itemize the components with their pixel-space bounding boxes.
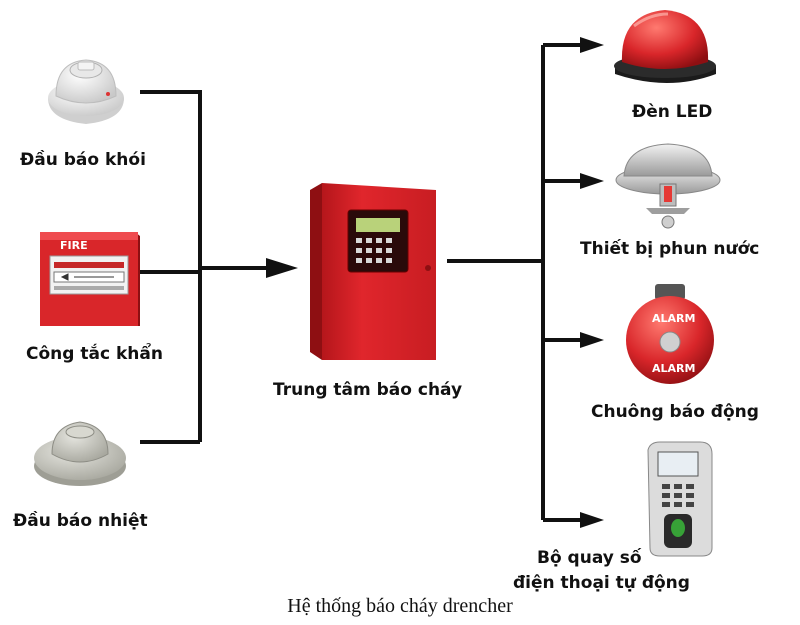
connector-lines: [140, 37, 604, 528]
strobe-light-icon: [614, 10, 716, 83]
center-to-output-bus-line: [447, 45, 545, 520]
output-label-dialer-line2: điện thoại tự động: [513, 573, 690, 593]
auto-dialer-icon: [647, 441, 713, 557]
input-label-manual: Công tắc khẩn: [26, 342, 163, 364]
center-label: Trung tâm báo cháy: [273, 380, 462, 400]
input-arrowhead: [266, 258, 298, 278]
manual-call-point-icon: FIRE: [40, 232, 140, 326]
sprinkler-icon: [615, 143, 721, 229]
output-label-bell: Chuông báo động: [591, 402, 759, 422]
output-arrowhead-dialer: [580, 512, 604, 528]
manual-call-point-text: FIRE: [60, 239, 88, 252]
input-bus-line: [140, 90, 202, 444]
output-label-dialer-line1: Bộ quay số: [537, 547, 642, 568]
input-label-heat: Đầu báo nhiệt: [13, 510, 148, 531]
output-arrowhead-sprinkler: [580, 173, 604, 189]
diagram-caption: Hệ thống báo cháy drencher: [287, 595, 513, 617]
heat-detector-icon: [34, 421, 126, 486]
fire-alarm-control-panel-icon: [310, 183, 436, 360]
input-label-smoke: Đầu báo khói: [20, 149, 146, 170]
bell-text-bottom: ALARM: [652, 362, 695, 375]
output-arrowhead-led: [580, 37, 604, 53]
alarm-bell-icon: ALARM ALARM: [626, 284, 714, 384]
output-label-sprinkler: Thiết bị phun nước: [580, 238, 759, 259]
output-label-led: Đèn LED: [632, 102, 712, 122]
smoke-detector-icon: [48, 59, 124, 124]
bell-text-top: ALARM: [652, 312, 695, 325]
output-branch-lines: [543, 43, 582, 522]
output-arrowhead-bell: [580, 332, 604, 348]
